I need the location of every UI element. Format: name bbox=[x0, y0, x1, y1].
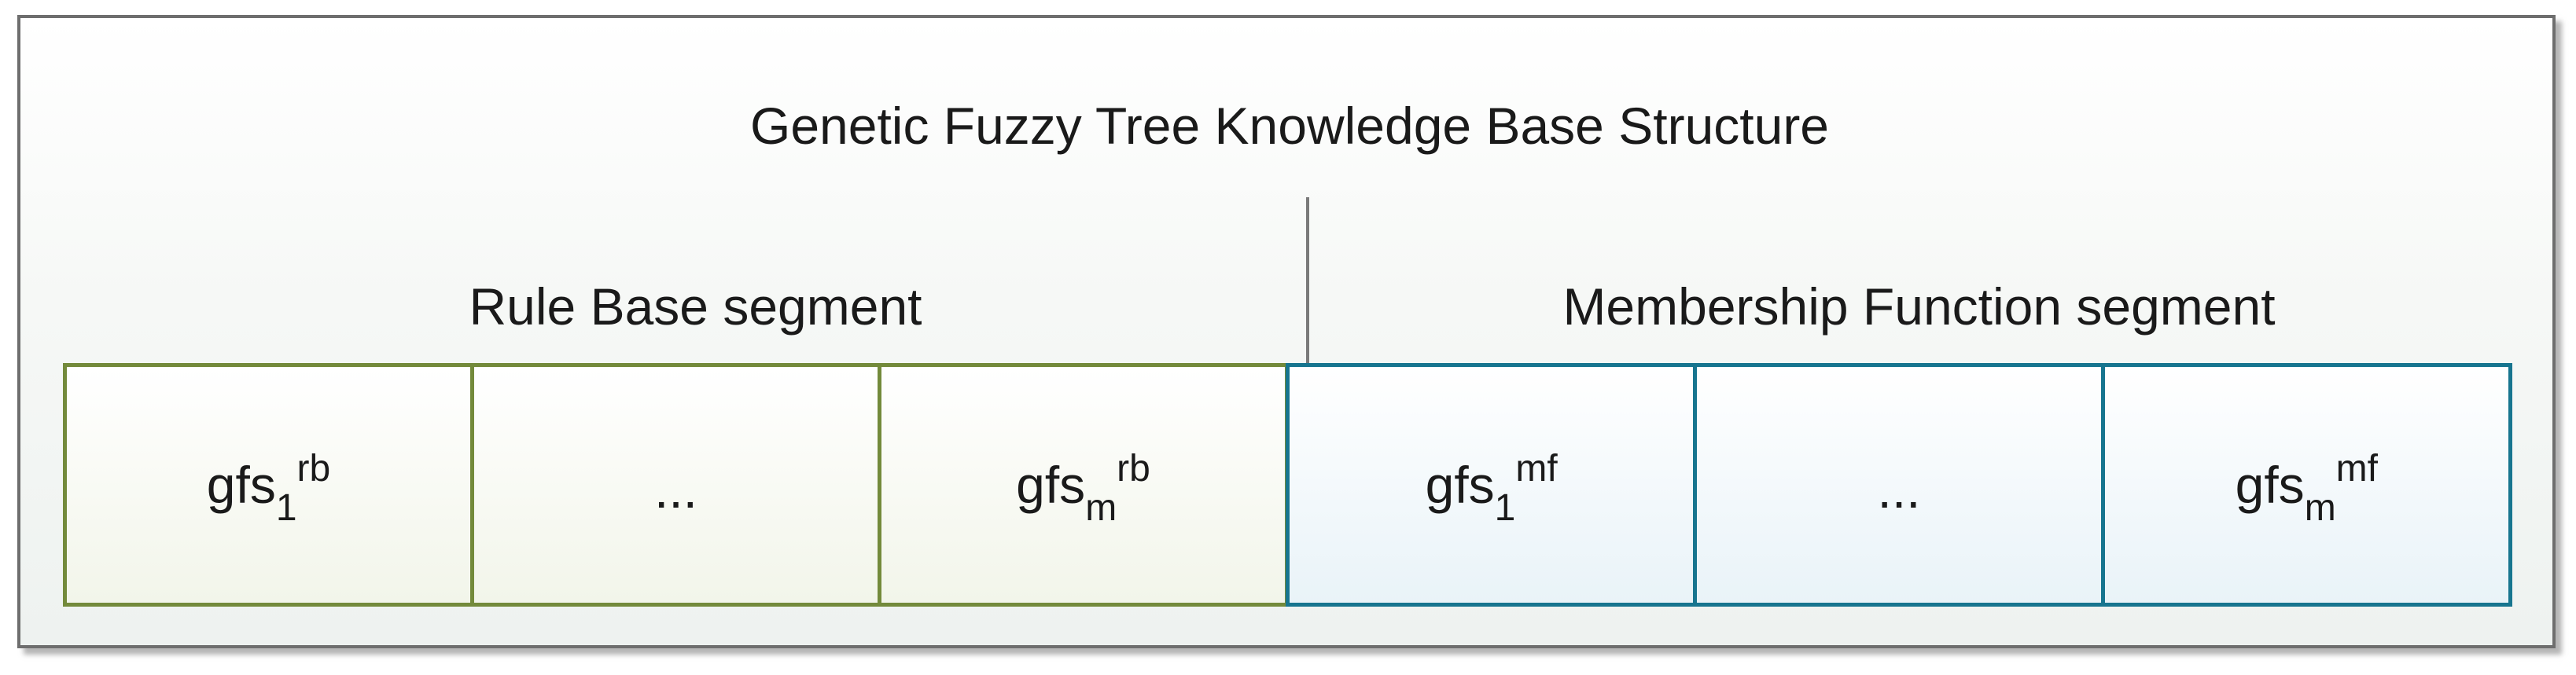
gene-subscript: m bbox=[1085, 487, 1117, 529]
gene-subscript: 1 bbox=[1494, 487, 1516, 529]
ellipsis-text: ... bbox=[653, 460, 697, 519]
membership-function-gene-ellipsis: ... bbox=[1693, 367, 2100, 603]
gene-label: gfsmmf bbox=[2235, 448, 2378, 529]
membership-function-segment-label: Membership Function segment bbox=[1562, 277, 2276, 336]
membership-function-gene-first: gfs1mf bbox=[1290, 367, 1693, 603]
diagram-title: Genetic Fuzzy Tree Knowledge Base Struct… bbox=[749, 97, 1829, 155]
gene-superscript: mf bbox=[1515, 448, 1558, 490]
ellipsis-text: ... bbox=[1877, 460, 1921, 519]
rule-base-gene-last: gfsmrb bbox=[878, 367, 1285, 603]
rule-base-gene-first: gfs1rb bbox=[67, 367, 470, 603]
membership-function-segment: gfs1mf ... gfsmmf bbox=[1286, 363, 2512, 607]
gene-subscript: 1 bbox=[275, 487, 297, 529]
gene-label: gfsmrb bbox=[1016, 448, 1150, 529]
gene-label: gfs1rb bbox=[206, 448, 331, 529]
gene-subscript: m bbox=[2304, 487, 2336, 529]
rule-base-gene-ellipsis: ... bbox=[470, 367, 878, 603]
membership-function-gene-last: gfsmmf bbox=[2100, 367, 2508, 603]
rule-base-segment: gfs1rb ... gfsmrb bbox=[63, 363, 1289, 607]
gene-superscript: rb bbox=[1117, 448, 1150, 490]
segment-divider-line bbox=[1306, 197, 1309, 384]
rule-base-segment-label: Rule Base segment bbox=[469, 277, 922, 336]
gene-superscript: rb bbox=[296, 448, 331, 490]
gene-superscript: mf bbox=[2335, 448, 2378, 490]
gene-label: gfs1mf bbox=[1425, 448, 1558, 529]
